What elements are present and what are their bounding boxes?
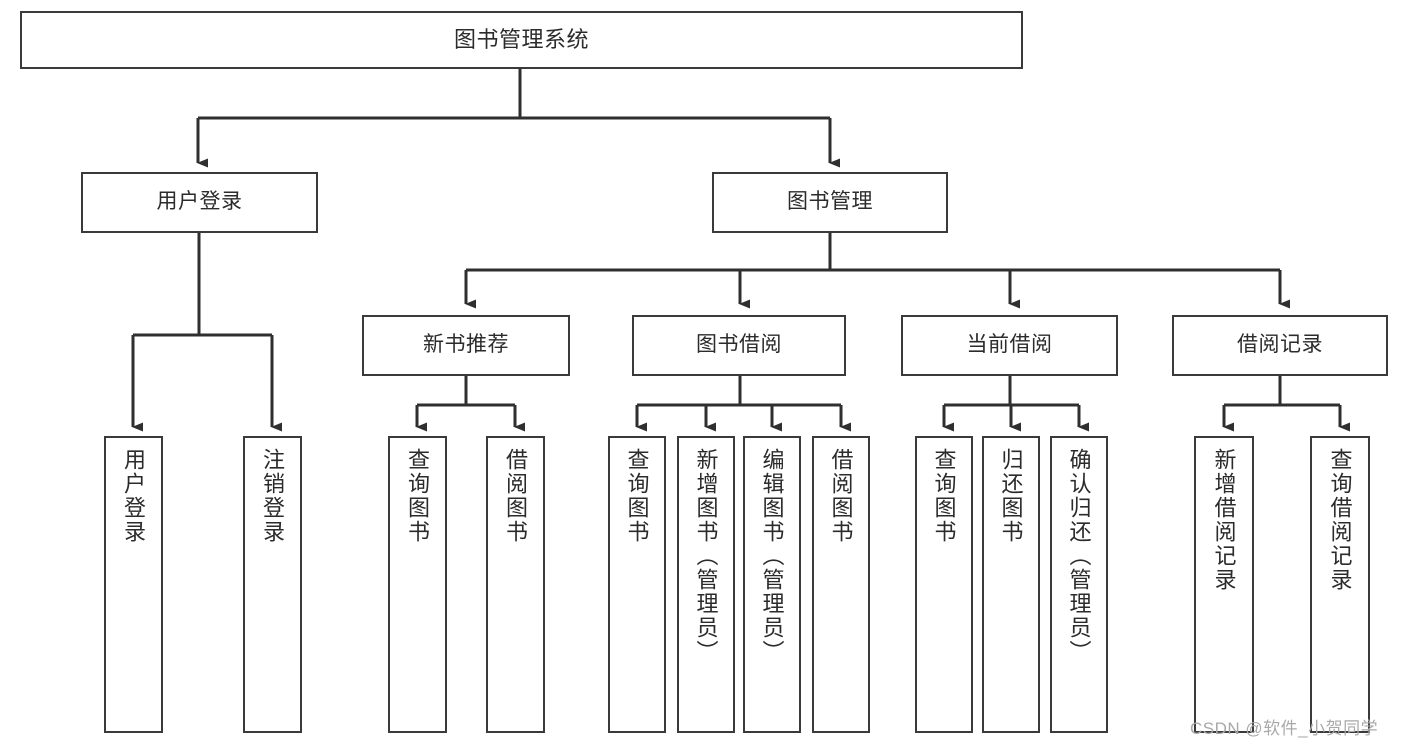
node-leaf-return-book[interactable]: 归还图书 <box>982 436 1040 733</box>
node-label: 新增图书（管理员） <box>693 448 719 664</box>
watermark: CSDN @软件_小贺同学 <box>1190 719 1379 738</box>
node-label: 借阅图书 <box>503 448 529 544</box>
node-leaf-borrow-book-recommend[interactable]: 借阅图书 <box>486 436 545 733</box>
node-leaf-query-borrow-record[interactable]: 查询借阅记录 <box>1310 436 1370 733</box>
node-leaf-query-book[interactable]: 查询图书 <box>608 436 666 733</box>
node-current-borrow[interactable]: 当前借阅 <box>901 315 1118 376</box>
node-leaf-confirm-return-admin[interactable]: 确认归还（管理员） <box>1050 436 1108 733</box>
node-label: 查询借阅记录 <box>1327 448 1353 592</box>
node-borrow-record[interactable]: 借阅记录 <box>1172 315 1388 376</box>
node-label: 图书管理系统 <box>453 27 589 53</box>
node-label: 图书借阅 <box>696 333 782 357</box>
node-label: 用户登录 <box>156 190 243 214</box>
node-label: 编辑图书（管理员） <box>759 448 785 664</box>
node-label: 当前借阅 <box>966 333 1053 357</box>
node-root-system[interactable]: 图书管理系统 <box>20 11 1023 69</box>
node-label: 新书推荐 <box>423 333 509 357</box>
node-leaf-add-book-admin[interactable]: 新增图书（管理员） <box>677 436 735 733</box>
node-leaf-edit-book-admin[interactable]: 编辑图书（管理员） <box>743 436 801 733</box>
node-label: 查询图书 <box>931 448 957 544</box>
node-new-book-recommend[interactable]: 新书推荐 <box>362 315 570 376</box>
node-label: 查询图书 <box>624 448 650 544</box>
node-label: 注销登录 <box>260 448 286 544</box>
node-label: 借阅图书 <box>828 448 854 544</box>
node-label: 确认归还（管理员） <box>1066 448 1092 664</box>
node-leaf-query-book-recommend[interactable]: 查询图书 <box>388 436 447 733</box>
node-leaf-user-login[interactable]: 用户登录 <box>104 436 163 733</box>
node-leaf-add-borrow-record[interactable]: 新增借阅记录 <box>1194 436 1254 733</box>
node-label: 归还图书 <box>998 448 1024 544</box>
node-label: 借阅记录 <box>1237 333 1323 357</box>
node-label: 图书管理 <box>787 190 873 214</box>
node-label: 新增借阅记录 <box>1211 448 1237 592</box>
node-leaf-user-logout[interactable]: 注销登录 <box>243 436 302 733</box>
node-book-borrow[interactable]: 图书借阅 <box>632 315 846 376</box>
node-user-login[interactable]: 用户登录 <box>81 172 318 233</box>
node-leaf-query-book-current[interactable]: 查询图书 <box>915 436 973 733</box>
node-leaf-borrow-book[interactable]: 借阅图书 <box>812 436 870 733</box>
node-book-management[interactable]: 图书管理 <box>712 172 948 233</box>
node-label: 查询图书 <box>405 448 431 544</box>
node-label: 用户登录 <box>121 448 147 544</box>
